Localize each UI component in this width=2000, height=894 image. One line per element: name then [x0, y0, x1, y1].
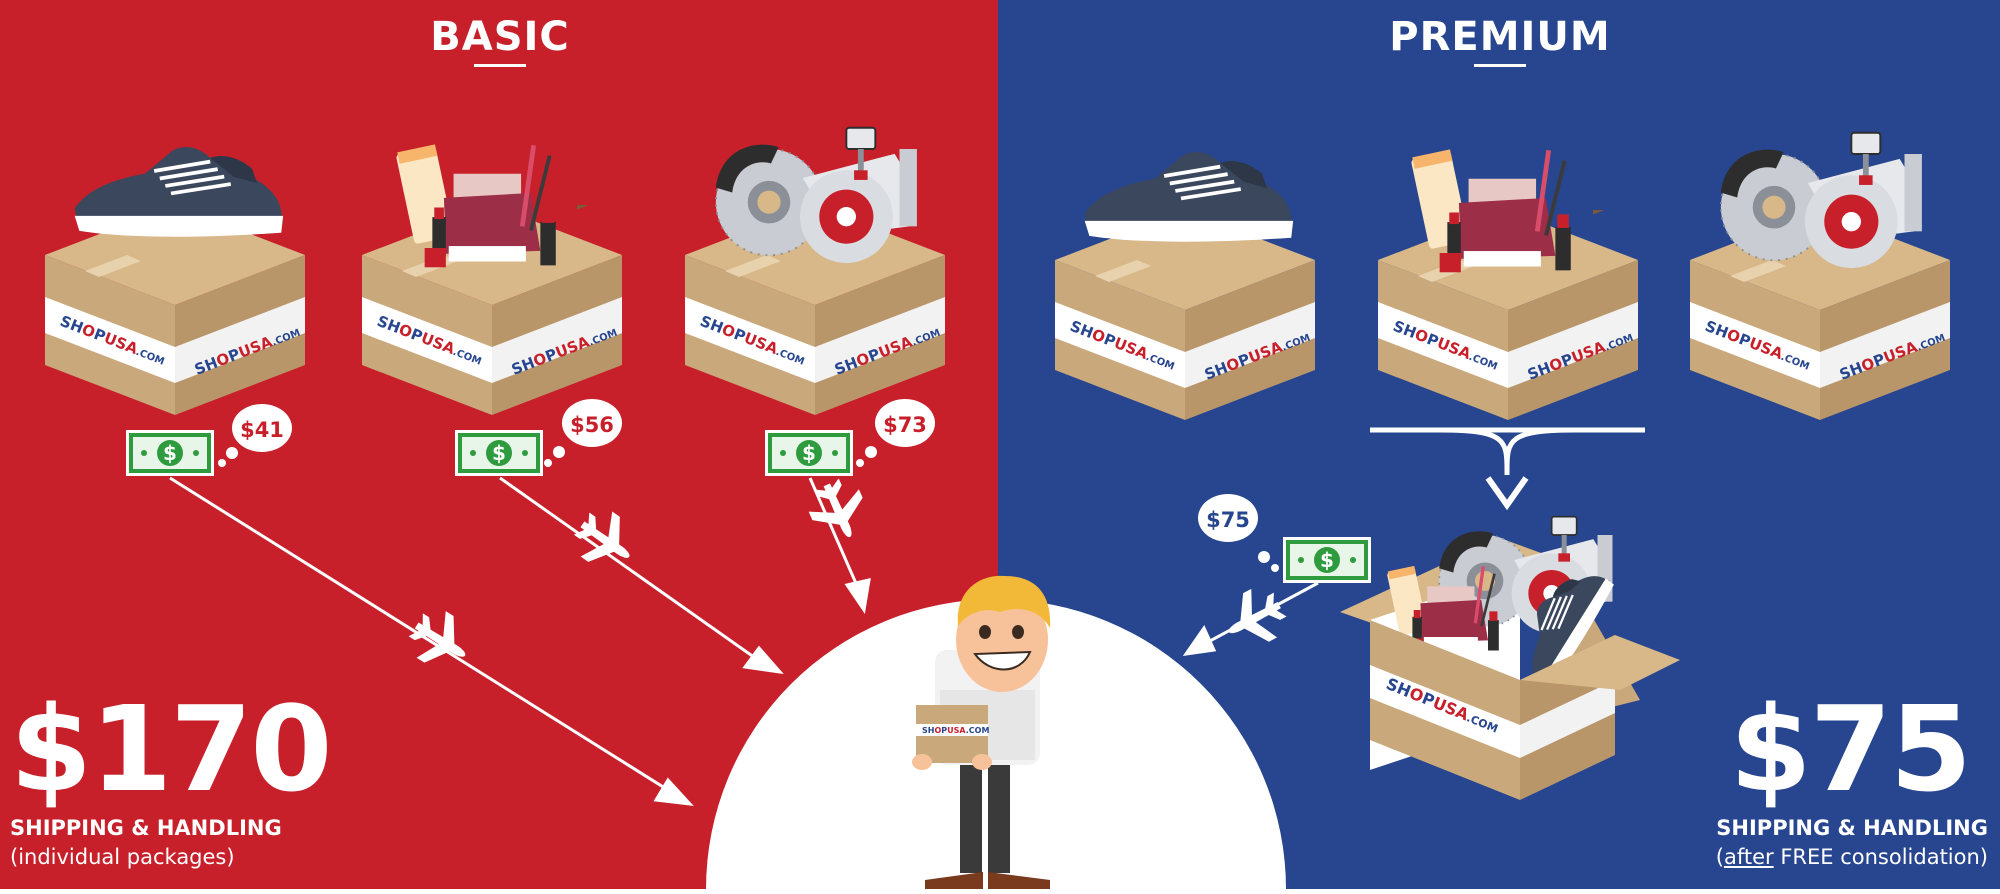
- cost-bubble-label: $56: [570, 413, 614, 437]
- basic-total-price: $170: [10, 680, 332, 818]
- flight-path-1: [169, 476, 694, 806]
- consolidated-box: SHOPUSA.COM: [1340, 515, 1680, 800]
- cost-bubble-3: $73: [856, 399, 935, 467]
- consolidation-arrow: [1370, 427, 1645, 511]
- cost-bubble-label: $73: [883, 413, 927, 437]
- flight-path-premium: [1182, 581, 1319, 656]
- subcaption-underlined: after: [1723, 845, 1774, 869]
- bill-icon: [126, 430, 214, 476]
- subcaption-rest: FREE consolidation): [1773, 845, 1988, 869]
- bill-icon: [1283, 537, 1371, 583]
- title-underline: [1474, 64, 1526, 67]
- title-underline: [474, 64, 526, 67]
- premium-caption: SHIPPING & HANDLING: [1716, 816, 1988, 840]
- cost-bubble-premium: $75: [1198, 494, 1279, 572]
- premium-title: PREMIUM: [1350, 14, 1650, 67]
- subcaption-open: (: [1715, 845, 1724, 869]
- premium-subcaption: (after FREE consolidation): [1716, 845, 1988, 869]
- basic-caption: SHIPPING & HANDLING: [10, 816, 282, 840]
- cost-bubble-label: $41: [240, 418, 284, 442]
- svg-text:SHOPUSA.COM: SHOPUSA.COM: [922, 726, 989, 735]
- bill-icon: [765, 430, 853, 476]
- customer-figure: SHOPUSA.COM: [912, 575, 1051, 889]
- cost-bubble-2: $56: [544, 399, 622, 467]
- basic-title: BASIC: [400, 14, 600, 67]
- held-box: SHOPUSA.COM: [912, 705, 992, 770]
- premium-total-price: $75: [1729, 680, 1972, 818]
- flight-path-3: [802, 474, 875, 614]
- flight-path-2: [499, 476, 784, 675]
- cost-bubble-label: $75: [1206, 508, 1250, 532]
- premium-title-text: PREMIUM: [1389, 14, 1611, 60]
- basic-title-text: BASIC: [430, 14, 570, 60]
- cost-bubble-1: $41: [218, 404, 292, 467]
- basic-subcaption: (individual packages): [10, 845, 235, 869]
- bill-icon: [455, 430, 543, 476]
